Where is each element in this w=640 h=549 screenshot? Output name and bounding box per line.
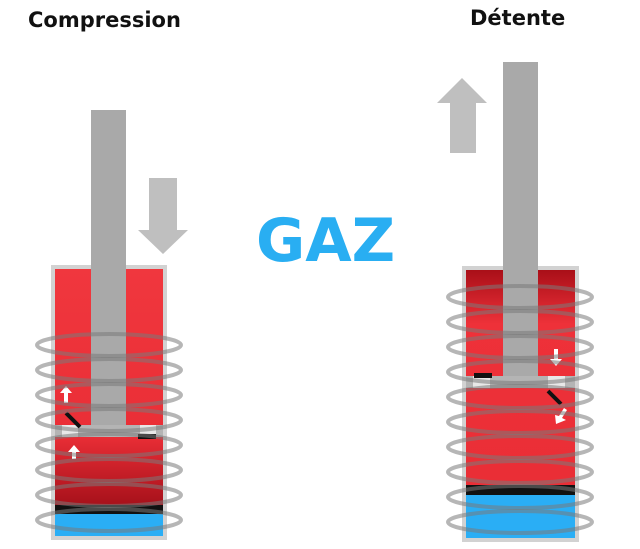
valve-flap [64,411,82,429]
flow-arrow-icon [68,445,80,459]
valve-flap [546,389,563,406]
detente-shock [437,62,594,542]
piston-rod [503,62,538,388]
arrow-down-icon [138,178,188,254]
valve-plate [474,373,492,378]
gaz-label: GAZ [256,206,396,276]
floating-piston [466,485,575,495]
arrow-up-icon [437,78,487,153]
detente-title: Détente [470,6,566,30]
compression-title: Compression [28,8,181,32]
coil-spring-icon [35,332,183,533]
flow-arrow-icon [60,386,72,403]
compression-shock [35,110,188,540]
piston-rod [91,110,126,432]
coil-spring-icon [446,284,594,535]
